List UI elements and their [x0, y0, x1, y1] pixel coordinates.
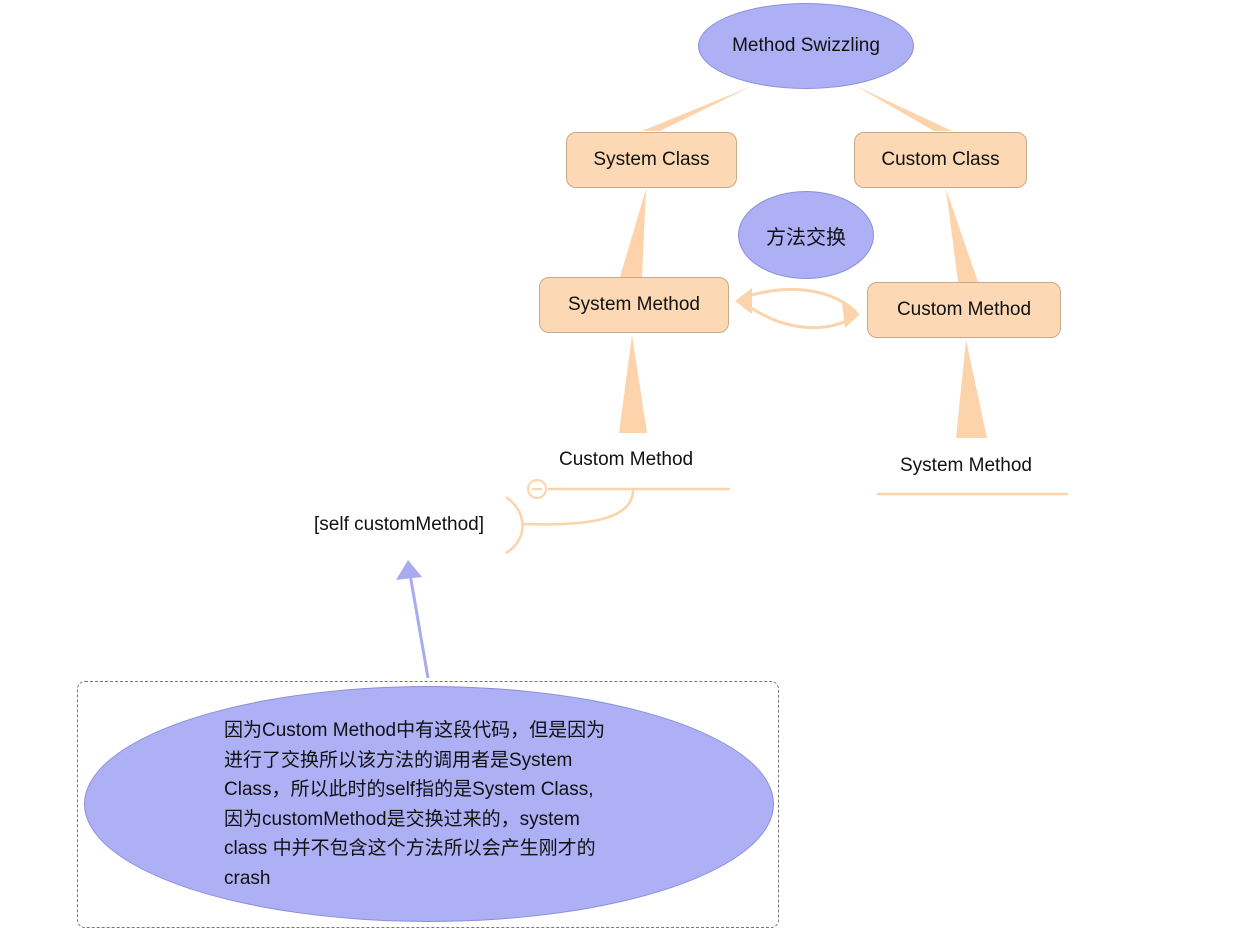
- note-selection-frame[interactable]: [77, 681, 779, 928]
- system-class-label: System Class: [593, 149, 710, 170]
- custom-class-node[interactable]: Custom Class: [854, 132, 1027, 188]
- system-method-node[interactable]: System Method: [539, 277, 729, 333]
- method-swizzling-label: Method Swizzling: [732, 35, 880, 56]
- method-exchange-label: 方法交换: [766, 226, 846, 249]
- swap-arc-upper: [747, 287, 858, 314]
- self-call-bracket: [505, 495, 524, 555]
- self-custom-method-call[interactable]: [self customMethod]: [314, 514, 485, 535]
- connector-root-system-class: [642, 86, 752, 131]
- note-arrowhead: [396, 560, 422, 580]
- method-swizzling-node[interactable]: Method Swizzling: [698, 3, 914, 89]
- custom-method-node[interactable]: Custom Method: [867, 282, 1061, 338]
- self-call-connector: [521, 489, 635, 526]
- system-method-label: System Method: [568, 294, 700, 315]
- explanation-note-text[interactable]: 因为Custom Method中有这段代码，但是因为 进行了交换所以该方法的调用…: [224, 720, 606, 889]
- swap-arrowhead-left: [735, 288, 752, 314]
- swap-arrowhead-right: [842, 303, 860, 328]
- custom-method-label: Custom Method: [896, 299, 1032, 320]
- connector-root-custom-class: [856, 86, 952, 131]
- explanation-note-node[interactable]: 因为Custom Method中有这段代码，但是因为 进行了交换所以该方法的调用…: [84, 686, 774, 922]
- note-arrow-line: [408, 573, 430, 679]
- custom-class-label: Custom Class: [881, 149, 1000, 170]
- system-class-node[interactable]: System Class: [566, 132, 737, 188]
- method-exchange-node[interactable]: 方法交换: [738, 191, 874, 279]
- connector-custom-class-method: [946, 189, 978, 282]
- connector-system-class-method: [620, 189, 646, 277]
- swap-arc-lower: [747, 304, 857, 330]
- connector-custom-method-leaf: [956, 340, 987, 438]
- leaf-custom-method[interactable]: Custom Method: [559, 449, 694, 470]
- connector-system-method-leaf: [619, 335, 647, 433]
- leaf-system-method[interactable]: System Method: [900, 455, 1032, 476]
